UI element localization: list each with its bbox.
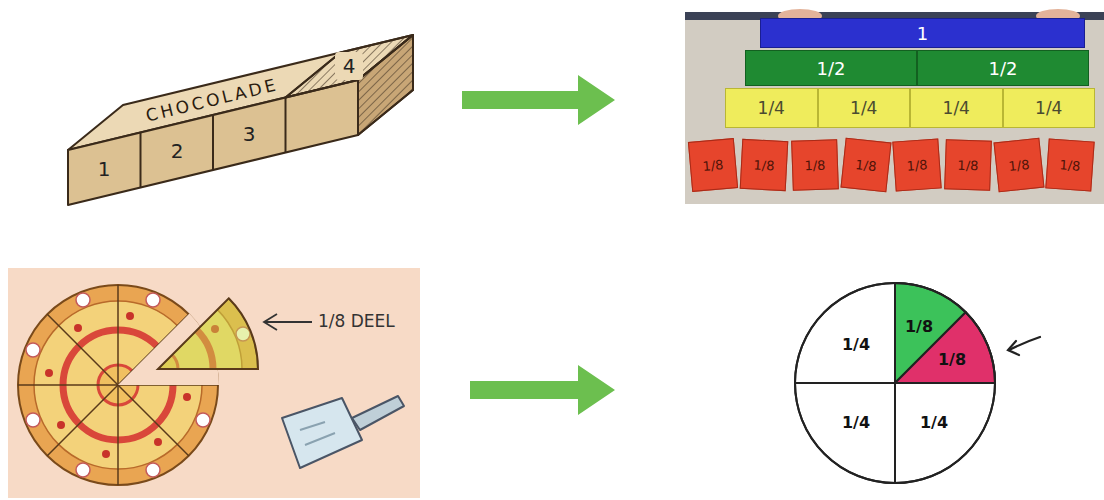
circle-sector: 1/4 xyxy=(912,410,956,434)
fraction-card: 1/8 xyxy=(688,138,738,192)
node-text: 1/8 xyxy=(906,157,928,173)
circle-sector: 1/4 xyxy=(834,332,878,356)
node-text: 1/4 xyxy=(920,413,948,432)
node-text: 1 xyxy=(98,157,111,181)
leader-arrow xyxy=(264,314,312,330)
node-text: 1/8 xyxy=(1059,157,1081,173)
bar-segment: 1 xyxy=(90,155,118,183)
node-text: CHOCOLADE xyxy=(143,74,280,125)
pizza-slice xyxy=(58,269,258,469)
node-text: 1/4 xyxy=(850,98,877,118)
node-text: 1/8 xyxy=(905,317,933,336)
node-text: 1/8 xyxy=(702,157,724,174)
fraction-strip: 1/2 xyxy=(917,50,1089,86)
node-text: 1/8 xyxy=(804,157,825,173)
fraction-circle xyxy=(795,283,995,483)
fraction-strip: 1/4 xyxy=(818,88,911,128)
green-arrow xyxy=(470,365,615,415)
node-text: 1/4 xyxy=(1035,98,1062,118)
node-text: 1/2 xyxy=(817,58,846,79)
node-text: 3 xyxy=(243,122,256,146)
callout-label: 1/8 DEEL xyxy=(318,311,395,331)
bar-segment: 4 xyxy=(335,52,363,80)
bar-segment: 3 xyxy=(235,120,263,148)
node-text: 4 xyxy=(343,54,356,78)
photo-panel xyxy=(685,9,1104,204)
node-text: 1/4 xyxy=(943,98,970,118)
fraction-card: 1/8 xyxy=(1045,138,1094,191)
node-text: 1/8 xyxy=(753,157,775,173)
pizza-drawing xyxy=(18,285,218,485)
bar-segment: 2 xyxy=(163,137,191,165)
node-text: 2 xyxy=(171,139,184,163)
chocolate-bar-drawing xyxy=(68,35,413,205)
cake-server xyxy=(282,396,404,468)
fraction-card: 1/8 xyxy=(994,138,1045,193)
fraction-strip: 1/4 xyxy=(910,88,1003,128)
pointer-arrow xyxy=(1008,337,1040,355)
node-text: 1/4 xyxy=(842,413,870,432)
circle-sector: 1/8 xyxy=(897,314,941,338)
chocolate-bar: CHOCOLADE 1 2 3 4 xyxy=(64,32,418,210)
circle-sector: 1/8 xyxy=(930,347,974,371)
node-text: 1/2 xyxy=(989,58,1018,79)
fraction-strip: 1/2 xyxy=(745,50,917,86)
fraction-card: 1/8 xyxy=(841,138,892,193)
circle-sector: 1/4 xyxy=(834,410,878,434)
node-text: 1/4 xyxy=(758,98,785,118)
fraction-strip: 1 xyxy=(760,18,1085,48)
node-text: 1 xyxy=(917,23,928,44)
green-arrow xyxy=(462,75,615,125)
node-text: 1/8 xyxy=(938,350,966,369)
node-text: 1/4 xyxy=(842,335,870,354)
fraction-strip: 1/4 xyxy=(725,88,818,128)
node-text: 1/8 xyxy=(1008,156,1030,173)
pizza-panel xyxy=(8,268,420,498)
fraction-card: 1/8 xyxy=(740,139,789,191)
fraction-card: 1/8 xyxy=(944,139,992,191)
fraction-strip: 1/4 xyxy=(1003,88,1096,128)
node-text: 1/8 xyxy=(855,156,877,173)
node-text: 1/8 xyxy=(957,157,978,173)
fraction-card: 1/8 xyxy=(791,139,839,191)
fraction-card: 1/8 xyxy=(892,138,941,191)
